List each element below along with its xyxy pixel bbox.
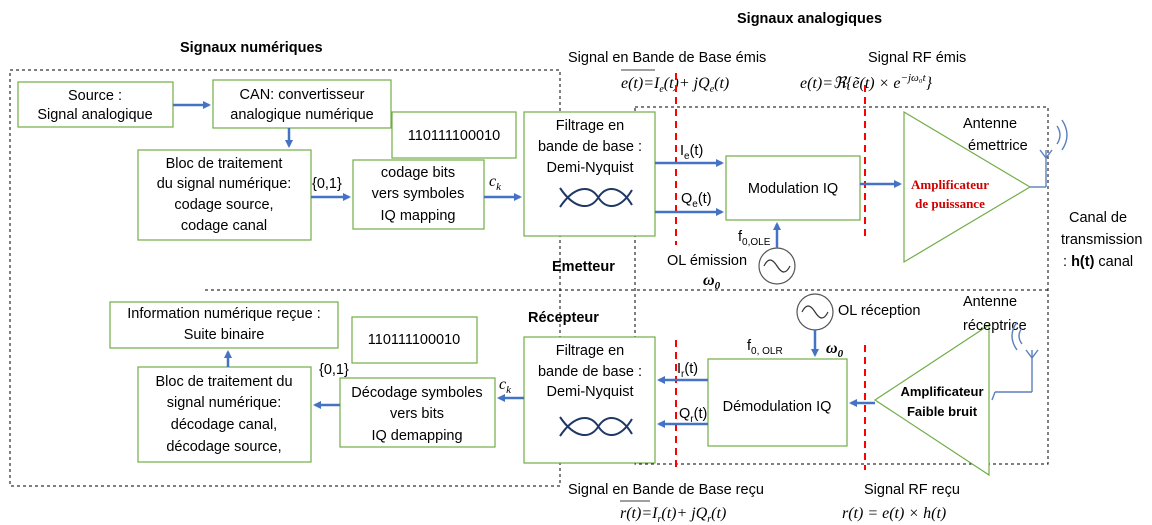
bb-recu-title: Signal en Bande de Base reçu [568,482,764,498]
proc-rx-label-4: décodage source, [166,439,281,455]
demapping-block: Décodage symboles vers bits IQ demapping [339,377,496,448]
amp-tx-label-2: de puissance [915,196,985,211]
filter-tx-label-3: Demi-Nyquist [546,160,633,176]
can-label-1: CAN: convertisseur [240,87,365,103]
filter-rx-wave-icon [559,416,633,437]
ol-emission-oscillator-icon [758,247,796,285]
ol-emission-label: OL émission [667,253,747,269]
digital-region-frame [9,69,561,487]
set-rx-label: {0,1} [319,362,349,378]
demapping-label-3: IQ demapping [371,428,462,444]
proc-tx-label-2: du signal numérique: [157,176,292,192]
mapping-label-3: IQ mapping [381,208,456,224]
demodulation-block: Démodulation IQ [707,358,848,447]
filter-tx-label-1: Filtrage en [556,118,625,134]
filter-rx-block: Filtrage en bande de base : Demi-Nyquist [523,336,656,464]
bb-emis-title: Signal en Bande de Base émis [568,50,766,66]
mapping-label-1: codage bits [381,165,455,181]
source-block: Source : Signal analogique [17,81,174,128]
proc-rx-label-1: Bloc de traitement du [155,374,292,390]
amp-rx-label-2: Faible bruit [907,404,978,419]
f0-ole-label: f0,OLE [738,229,771,248]
demodulation-label: Démodulation IQ [723,399,832,415]
antenna-tx-label-1: Antenne [963,116,1017,132]
analog-signals-header: Signaux analogiques [737,11,882,27]
filter-tx-block: Filtrage en bande de base : Demi-Nyquist [523,111,656,237]
rf-recu-title: Signal RF reçu [864,482,960,498]
digital-signals-header: Signaux numériques [180,40,323,56]
can-block: CAN: convertisseur analogique numérique [212,79,392,129]
mapping-block: codage bits vers symboles IQ mapping [352,159,485,230]
antenna-tx-label-2: émettrice [968,138,1028,154]
filter-rx-label-3: Demi-Nyquist [546,384,633,400]
rf-emis-equation: e(t)=ℜ{ẽ(t) × e−jω₀t} [800,72,933,92]
proc-tx-label-4: codage canal [181,218,267,234]
processing-tx-block: Bloc de traitement du signal numérique: … [137,149,312,241]
analog-region-frame [634,106,1049,465]
ol-reception-label: OL réception [838,303,920,319]
channel-label-3: : h(t) canal [1063,254,1133,270]
ol-reception-oscillator-icon [796,293,834,331]
rf-emis-title: Signal RF émis [868,50,966,66]
info-label-2: Suite binaire [184,327,265,343]
tx-antenna-icon [1030,119,1068,188]
omega0-tx-label: ω0 [703,272,721,292]
info-block: Information numérique reçue : Suite bina… [109,301,339,349]
lna-amplifier-block: Amplificateur Faible bruit [873,323,990,477]
bb-recu-equation: r(t)=Ir(t)+ jQr(t) [620,505,726,525]
modulation-label: Modulation IQ [748,181,838,197]
ie-label: Ie(t) [680,143,703,162]
proc-rx-label-2: signal numérique: [167,395,281,411]
processing-rx-block: Bloc de traitement du signal numérique: … [137,366,312,463]
proc-tx-label-1: Bloc de traitement [166,156,283,172]
bits-tx-label: 110111100010 [408,128,500,144]
set-tx-label: {0,1} [312,176,342,192]
rf-recu-equation: r(t) = e(t) × h(t) [842,505,946,522]
channel-label-2: transmission [1061,232,1142,248]
amp-rx-label-1: Amplificateur [900,384,983,399]
omega0-rx-label: ω0 [826,340,844,360]
amp-tx-label-1: Amplificateur [911,177,989,192]
bits-tx-box: 110111100010 [391,111,517,159]
filter-tx-wave-icon [559,187,633,208]
channel-label-1: Canal de [1069,210,1127,226]
proc-rx-label-3: décodage canal, [171,417,277,433]
filter-tx-label-2: bande de base : [538,139,642,155]
mapping-label-2: vers symboles [372,186,465,202]
antenna-rx-label-1: Antenne [963,294,1017,310]
source-label-2: Signal analogique [37,107,152,123]
f0-olr-label: f0, OLR [747,338,783,357]
info-label-1: Information numérique reçue : [127,306,320,322]
ck-tx-label: ck [489,173,502,193]
can-label-2: analogique numérique [230,107,374,123]
flow-arrows [173,101,902,428]
emetteur-label: Emetteur [552,259,615,275]
ir-label: Ir(t) [677,361,698,380]
power-amplifier-block: Amplificateur de puissance [903,110,1032,264]
qe-label: Qe(t) [681,191,712,210]
qr-label: Qr(t) [679,406,707,425]
proc-tx-label-3: codage source, [174,197,273,213]
recepteur-label: Récepteur [528,310,599,326]
antenna-rx-label-2: réceptrice [963,318,1027,334]
filter-rx-label-1: Filtrage en [556,343,625,359]
demapping-label-2: vers bits [390,406,444,422]
modulation-block: Modulation IQ [725,155,861,221]
demapping-label-1: Décodage symboles [351,385,482,401]
ck-rx-label: ck [499,376,512,396]
bits-rx-label: 110111100010 [368,332,460,348]
filter-rx-label-2: bande de base : [538,364,642,380]
rx-antenna-icon [991,321,1039,401]
source-label-1: Source : [68,88,122,104]
bits-rx-box: 110111100010 [351,316,478,364]
